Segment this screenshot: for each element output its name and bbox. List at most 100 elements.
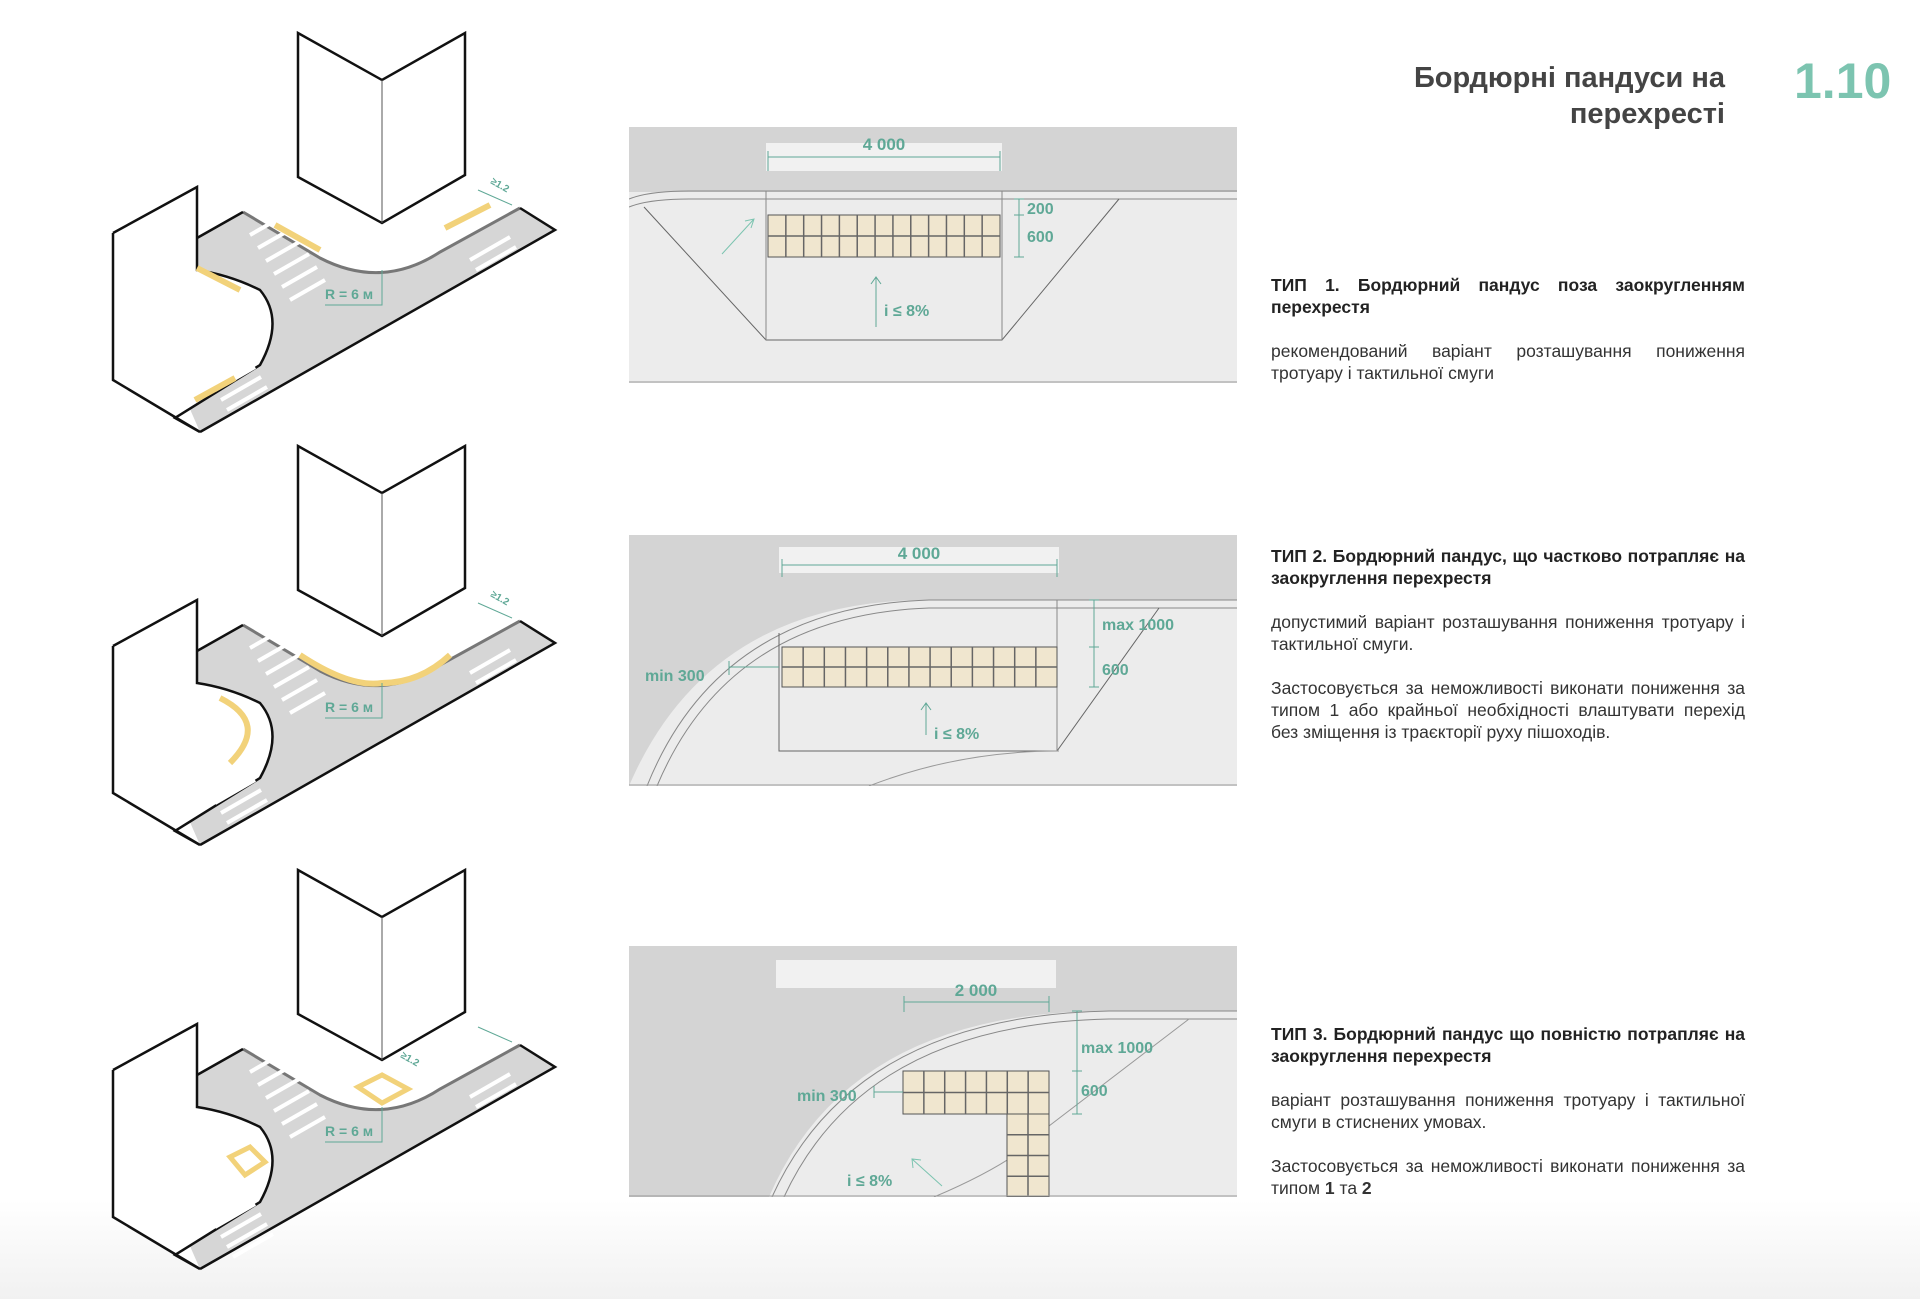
crosswalk-stripe bbox=[475, 1082, 517, 1109]
crosswalk-stripe bbox=[469, 235, 511, 262]
crosswalk-stripe bbox=[265, 652, 302, 676]
width-dimension: 4 000 bbox=[863, 135, 906, 154]
crosswalk-stripe bbox=[265, 239, 302, 263]
crosswalk-stripe bbox=[481, 255, 523, 282]
tactile-strip bbox=[195, 265, 242, 293]
title-line-1: Бордюрні пандуси на bbox=[1413, 62, 1725, 94]
crosswalk-stripe bbox=[249, 626, 286, 650]
crosswalk-stripe bbox=[281, 265, 318, 289]
crosswalk-stripe bbox=[232, 1232, 274, 1259]
type-3-usage: Застосовується за неможливості виконати … bbox=[1271, 1156, 1745, 1198]
crosswalk-stripe bbox=[226, 798, 268, 825]
crosswalk-stripe bbox=[289, 278, 326, 302]
tactile-grid bbox=[782, 647, 1057, 687]
page-title: Бордюрні пандуси на перехресті bbox=[1414, 60, 1725, 132]
type-2-body: допустимий варіант розташування пониженн… bbox=[1271, 612, 1745, 654]
dim-600: 600 bbox=[1102, 662, 1129, 679]
type-1-heading: ТИП 1. Бордюрний пандус поза заокругленн… bbox=[1271, 275, 1745, 317]
crosswalk-stripe bbox=[273, 665, 310, 689]
crosswalk-stripe bbox=[249, 1050, 286, 1074]
width-label: ≥1.2 bbox=[399, 1050, 422, 1069]
crosswalk-stripe bbox=[487, 678, 529, 705]
page-number: 1.10 bbox=[1794, 53, 1892, 109]
crosswalk-stripe bbox=[475, 658, 517, 685]
iso-diagram-type-1: R = 6 м ≥1.2 bbox=[100, 20, 580, 440]
crosswalk-stripe bbox=[273, 1089, 310, 1113]
crosswalk-stripe bbox=[273, 252, 310, 276]
width-label: ≥1.2 bbox=[489, 589, 512, 608]
crosswalk-stripe bbox=[257, 639, 294, 663]
radius-label: R = 6 м bbox=[325, 1123, 373, 1139]
tactile-grid bbox=[768, 215, 1000, 257]
crosswalk-stripe bbox=[257, 1063, 294, 1087]
direction-arrow-icon bbox=[721, 218, 755, 255]
crosswalk-stripe bbox=[469, 648, 511, 675]
radius-label: R = 6 м bbox=[325, 286, 373, 302]
slope-label: i ≤ 8% bbox=[934, 726, 979, 743]
slope-label: i ≤ 8% bbox=[847, 1173, 892, 1190]
slope-arrow-icon bbox=[870, 276, 882, 327]
crosswalk-stripe bbox=[487, 1102, 529, 1129]
slope-arrow-icon bbox=[920, 702, 932, 735]
type-3-heading: ТИП 3. Бордюрний пандус що повністю потр… bbox=[1271, 1024, 1745, 1066]
crosswalk-stripe bbox=[469, 1072, 511, 1099]
type-1-description: ТИП 1. Бордюрний пандус поза заокругленн… bbox=[1271, 274, 1745, 406]
dim-min-300: min 300 bbox=[797, 1088, 857, 1105]
type-3-description: ТИП 3. Бордюрний пандус що повністю потр… bbox=[1271, 1023, 1745, 1221]
road bbox=[629, 946, 1237, 1197]
tactile-strip bbox=[218, 695, 251, 766]
road bbox=[629, 535, 1237, 786]
crosswalk-stripe bbox=[220, 375, 262, 402]
crosswalk-stripe bbox=[214, 778, 256, 805]
iso-diagram-type-3: R = 6 м ≥1.2 bbox=[100, 857, 580, 1277]
tactile-strip bbox=[353, 1072, 414, 1106]
type-1-body: рекомендований варіант розташування пони… bbox=[1271, 341, 1745, 383]
tactile-strip bbox=[443, 202, 492, 231]
radius-label: R = 6 м bbox=[325, 699, 373, 715]
isometric-intersection bbox=[111, 867, 558, 1271]
dim-600: 600 bbox=[1081, 1083, 1108, 1100]
type-2-heading: ТИП 2. Бордюрний пандус, що частково пот… bbox=[1271, 546, 1745, 588]
plan-diagram-type-3: 2 000 max 1000 600 min 300 i ≤ 8% bbox=[629, 946, 1237, 1198]
crosswalk-stripe bbox=[289, 691, 326, 715]
tactile-strip bbox=[273, 222, 322, 253]
width-label: ≥1.2 bbox=[489, 176, 512, 195]
crosswalk-stripe bbox=[481, 668, 523, 695]
slope-arrow-icon bbox=[911, 1158, 943, 1187]
dim-max-1000: max 1000 bbox=[1081, 1040, 1153, 1057]
type-3-body: варіант розташування пониження тротуару … bbox=[1271, 1090, 1745, 1132]
crosswalk-stripe bbox=[475, 245, 517, 272]
type-2-description: ТИП 2. Бордюрний пандус, що частково пот… bbox=[1271, 545, 1745, 765]
crosswalk-stripe bbox=[226, 1222, 268, 1249]
tactile-strip bbox=[226, 1143, 269, 1179]
plan-diagram-type-2: 4 000 max 1000 600 min 300 i ≤ 8% bbox=[629, 535, 1237, 787]
tactile-grid bbox=[903, 1071, 1049, 1114]
slope-label: i ≤ 8% bbox=[884, 303, 929, 320]
width-dimension: 4 000 bbox=[898, 544, 941, 563]
building-left bbox=[111, 597, 274, 847]
dim-200: 200 bbox=[1027, 201, 1054, 218]
title-line-2: перехресті bbox=[1569, 98, 1725, 130]
plan-diagram-type-1: 4 000 200 600 i ≤ 8% bbox=[628, 127, 1237, 383]
crosswalk-stripe bbox=[281, 678, 318, 702]
crosswalk-stripe bbox=[220, 1212, 262, 1239]
crosswalk-stripe bbox=[226, 385, 268, 412]
dim-min-300: min 300 bbox=[645, 668, 705, 685]
crosswalk-stripe bbox=[265, 1076, 302, 1100]
crosswalk-stripe bbox=[487, 265, 529, 292]
crosswalk-stripe bbox=[249, 213, 286, 237]
crosswalk-stripe bbox=[481, 1092, 523, 1119]
dim-600: 600 bbox=[1027, 229, 1054, 246]
ramp-outline bbox=[643, 198, 1120, 341]
tactile-grid bbox=[1007, 1114, 1049, 1197]
crosswalk-stripe bbox=[232, 395, 274, 422]
width-dimension: 2 000 bbox=[955, 981, 998, 1000]
isometric-intersection bbox=[111, 443, 558, 847]
tactile-strip bbox=[193, 375, 237, 403]
crosswalk-stripe bbox=[232, 808, 274, 835]
crosswalk-stripe bbox=[289, 1115, 326, 1139]
building-left bbox=[111, 1021, 274, 1271]
dim-max-1000: max 1000 bbox=[1102, 617, 1174, 634]
iso-diagram-type-2: R = 6 м ≥1.2 bbox=[100, 433, 580, 853]
crosswalk-stripe bbox=[214, 1202, 256, 1229]
